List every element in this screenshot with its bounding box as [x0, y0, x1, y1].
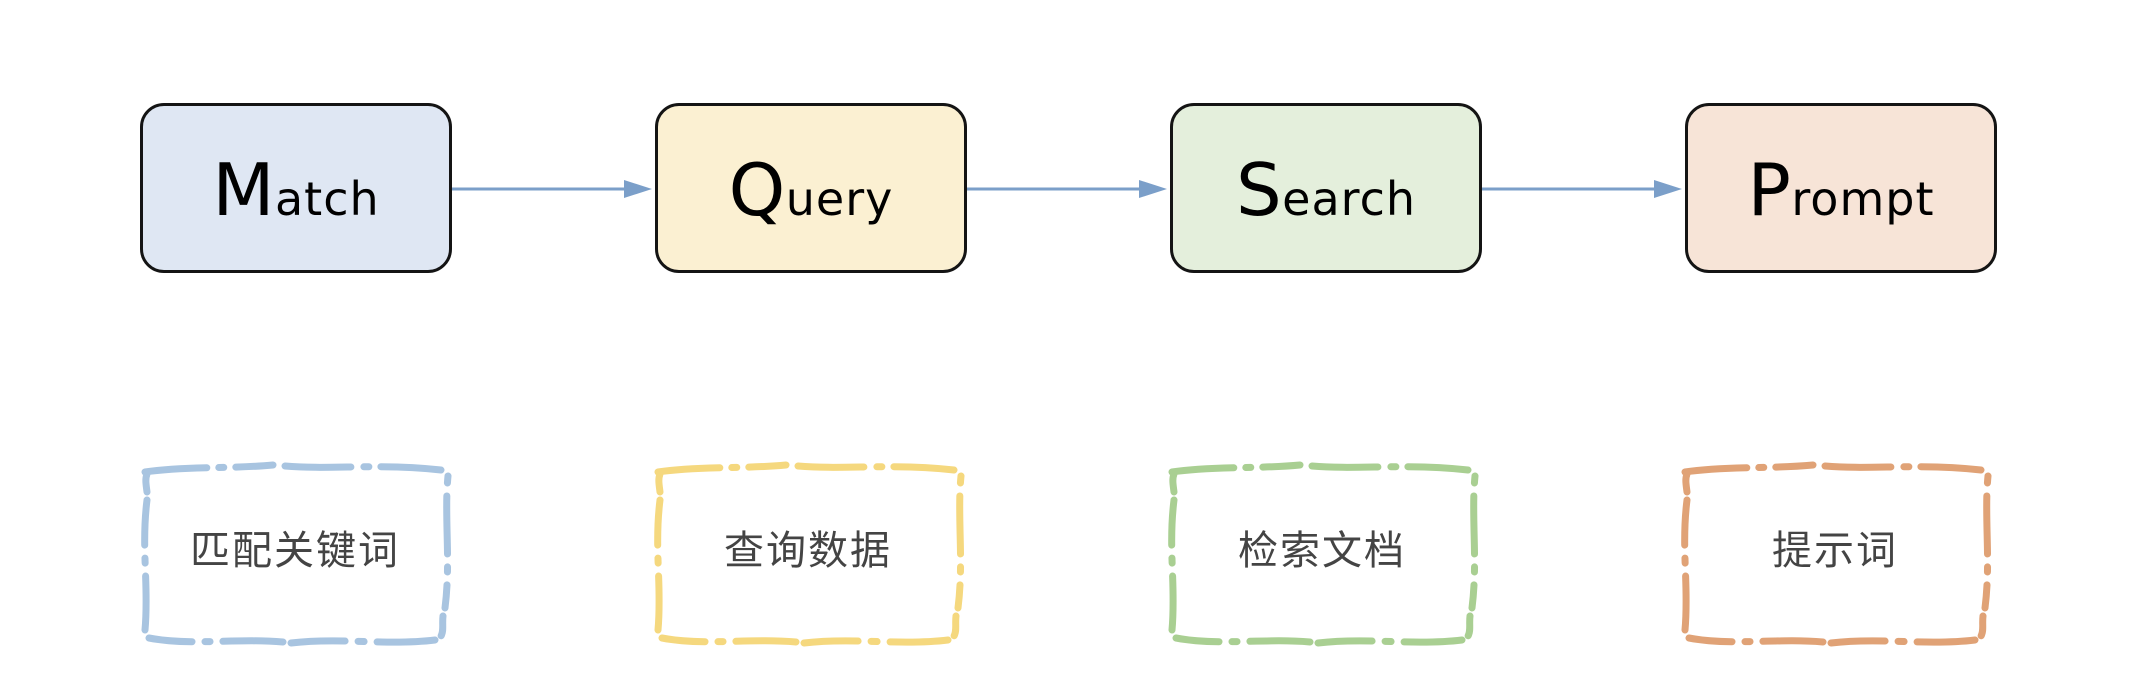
sketch-border-icon — [654, 461, 965, 647]
stage-label-match-capital: M — [212, 148, 275, 232]
note-label-match: 匹配关键词 — [190, 528, 400, 574]
stage-label-search-rest: earch — [1282, 172, 1417, 226]
arrow-icon — [967, 180, 1167, 198]
arrow-icon — [452, 180, 652, 198]
stage-label-search-capital: S — [1235, 148, 1283, 232]
stage-label-match-rest: atch — [274, 172, 380, 226]
stage-label-query-rest: uery — [785, 172, 894, 226]
stage-label-search: Search — [1236, 154, 1416, 226]
note-label-query: 查询数据 — [724, 528, 892, 574]
note-label-prompt: 提示词 — [1772, 528, 1898, 574]
stage-label-query-capital: Q — [728, 148, 786, 232]
stage-box-match[interactable]: Match — [140, 103, 452, 273]
sketch-border-icon — [1681, 461, 1992, 647]
note-box-prompt[interactable]: 提示词 — [1675, 456, 1995, 647]
note-box-query[interactable]: 查询数据 — [648, 456, 968, 647]
stage-label-prompt-capital: P — [1747, 148, 1792, 232]
stage-label-prompt-rest: rompt — [1791, 172, 1935, 226]
sketch-border-icon — [141, 461, 452, 647]
arrow-query-to-search — [967, 176, 1170, 202]
stage-box-prompt[interactable]: Prompt — [1685, 103, 1997, 273]
note-box-match[interactable]: 匹配关键词 — [135, 456, 455, 647]
stage-label-query: Query — [729, 154, 894, 226]
stage-box-search[interactable]: Search — [1170, 103, 1482, 273]
stage-label-match: Match — [212, 154, 379, 226]
note-box-search[interactable]: 检索文档 — [1162, 456, 1482, 647]
arrow-search-to-prompt — [1482, 176, 1685, 202]
sketch-border-icon — [1168, 461, 1479, 647]
arrow-icon — [1482, 180, 1682, 198]
note-label-search: 检索文档 — [1238, 528, 1406, 574]
arrow-match-to-query — [452, 176, 655, 202]
stage-box-query[interactable]: Query — [655, 103, 967, 273]
stage-label-prompt: Prompt — [1747, 154, 1934, 226]
